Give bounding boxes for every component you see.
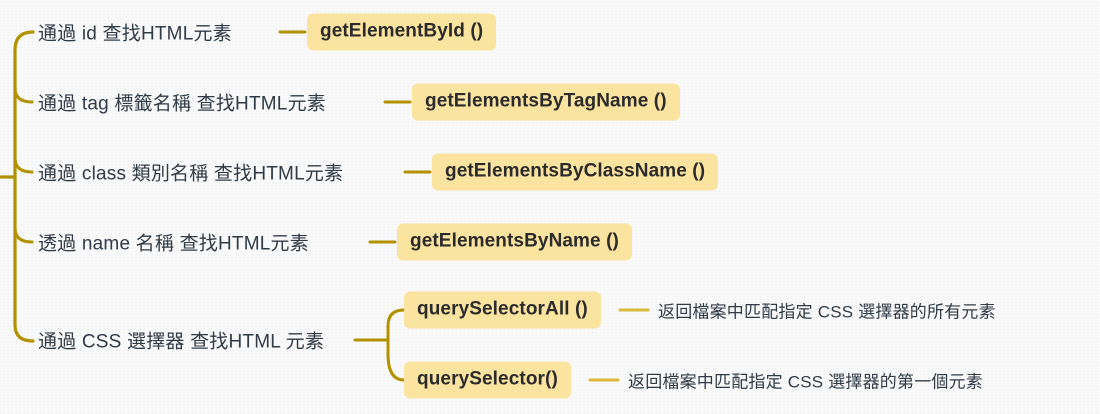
- branch-elbow-tag: [13, 86, 34, 104]
- badge-get-elements-by-tag-name[interactable]: getElementsByTagName (): [412, 83, 680, 121]
- branch-elbow-class: [13, 156, 34, 174]
- badge-get-elements-by-name[interactable]: getElementsByName (): [397, 223, 632, 261]
- main-spine-bracket: [13, 30, 35, 343]
- node-label-name: 透過 name 名稱 查找HTML元素: [38, 233, 309, 255]
- description-query-selector-all: 返回檔案中匹配指定 CSS 選擇器的所有元素: [658, 302, 996, 322]
- node-label-id: 通過 id 查找HTML元素: [38, 23, 232, 45]
- node-label-css-selector: 通過 CSS 選擇器 查找HTML 元素: [38, 331, 325, 353]
- badge-get-element-by-id[interactable]: getElementById (): [307, 13, 497, 51]
- css-elbow-lower: [386, 352, 406, 382]
- node-label-tag: 通過 tag 標籤名稱 查找HTML元素: [38, 93, 326, 115]
- node-label-class: 通過 class 類別名稱 查找HTML元素: [38, 163, 344, 185]
- branch-elbow-name: [13, 226, 34, 244]
- description-query-selector: 返回檔案中匹配指定 CSS 選擇器的第一個元素: [628, 372, 983, 392]
- badge-query-selector[interactable]: querySelector(): [404, 361, 571, 399]
- css-elbow-upper: [386, 308, 406, 328]
- badge-get-elements-by-class-name[interactable]: getElementsByClassName (): [432, 153, 719, 191]
- badge-query-selector-all[interactable]: querySelectorAll (): [404, 291, 601, 329]
